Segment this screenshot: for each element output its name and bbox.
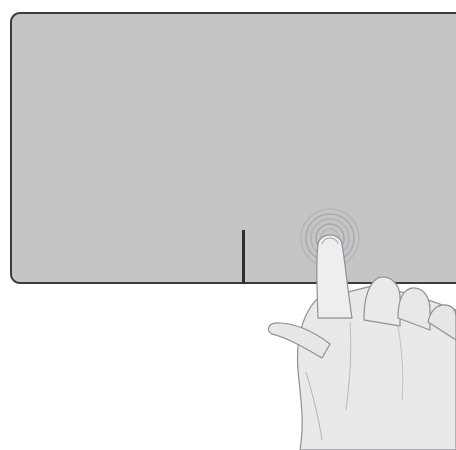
hand-icon [268, 235, 456, 450]
